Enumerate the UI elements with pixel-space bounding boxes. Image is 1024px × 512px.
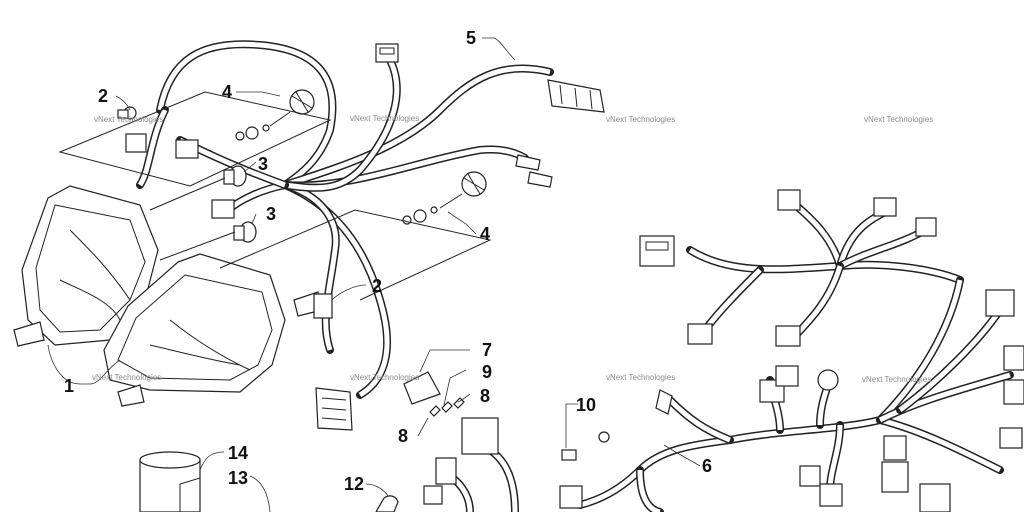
watermark-7: vNext Technologies bbox=[606, 373, 675, 382]
callout-5: 5 bbox=[466, 28, 476, 48]
connector-lower-left bbox=[315, 387, 353, 431]
callout-14: 14 bbox=[228, 443, 248, 463]
watermark-6: vNext Technologies bbox=[350, 373, 419, 382]
watermark-2: vNext Technologies bbox=[350, 114, 419, 123]
sleeve-part-13-14 bbox=[139, 451, 201, 512]
callout-8-left: 8 bbox=[398, 426, 408, 446]
bulb-upper bbox=[223, 165, 247, 187]
callout-2-lower: 2 bbox=[372, 276, 382, 296]
socket-upper bbox=[117, 106, 137, 120]
watermark-3: vNext Technologies bbox=[606, 115, 675, 124]
watermark-layer: vNext Technologies vNext Technologies vN… bbox=[92, 114, 933, 384]
callout-10: 10 bbox=[576, 395, 596, 415]
callout-3-lower: 3 bbox=[266, 204, 276, 224]
adjuster-upper bbox=[235, 89, 315, 141]
callout-4-upper: 4 bbox=[222, 82, 232, 102]
callouts: 1 2 2 3 3 4 4 5 6 7 9 8 8 10 12 13 14 bbox=[64, 28, 712, 494]
watermark-8: vNext Technologies bbox=[862, 375, 931, 384]
connector-socket-small bbox=[125, 133, 333, 319]
callout-8-right: 8 bbox=[480, 386, 490, 406]
harness-connectors bbox=[435, 189, 1024, 512]
adjuster-lower bbox=[402, 171, 487, 225]
callout-3-upper: 3 bbox=[258, 154, 268, 174]
callout-1: 1 bbox=[64, 376, 74, 396]
callout-9: 9 bbox=[482, 362, 492, 382]
watermark-4: vNext Technologies bbox=[864, 115, 933, 124]
callout-13: 13 bbox=[228, 468, 248, 488]
terminals-8-9 bbox=[429, 397, 465, 417]
connector-main-plug bbox=[547, 79, 605, 113]
boot-part-7 bbox=[403, 371, 441, 405]
watermark-5: vNext Technologies bbox=[92, 373, 161, 382]
callout-2-upper: 2 bbox=[98, 86, 108, 106]
connector-top bbox=[375, 43, 399, 63]
terminal-spade-pair bbox=[515, 154, 553, 188]
leader-lines bbox=[47, 37, 701, 512]
watermark-1: vNext Technologies bbox=[94, 115, 163, 124]
callout-12: 12 bbox=[344, 474, 364, 494]
callout-6: 6 bbox=[702, 456, 712, 476]
callout-4-lower: 4 bbox=[480, 224, 490, 244]
headlight-harness bbox=[136, 40, 554, 399]
boot-part-12 bbox=[375, 485, 443, 512]
bulb-lower bbox=[233, 221, 257, 243]
callout-7: 7 bbox=[482, 340, 492, 360]
main-harness bbox=[436, 196, 1014, 512]
exploded-guides bbox=[58, 91, 492, 301]
